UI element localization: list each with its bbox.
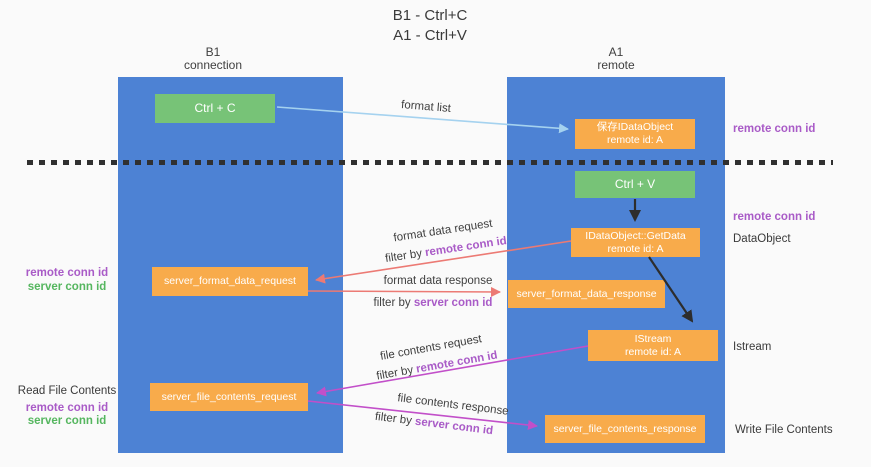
istream-remote-id: remote id: A (624, 345, 682, 358)
idataobject-getdata-box: IDataObject::GetData remote id: A (571, 228, 700, 257)
save-idataobject-remote-id: remote id: A (606, 134, 664, 146)
format-data-response-label: format data response (383, 275, 493, 287)
server-file-contents-response-box: server_file_contents_response (545, 415, 705, 443)
left-remote-conn-id-top: remote conn id (25, 267, 109, 279)
getdata-label: IDataObject::GetData (585, 229, 686, 242)
dataobject-label: DataObject (733, 233, 791, 245)
ctrl-c-label: Ctrl + C (194, 101, 236, 115)
server-conn-id-text: server conn id (413, 297, 493, 309)
server-format-data-request-box: server_format_data_request (152, 267, 308, 296)
server-format-data-response-box: server_format_data_response (508, 280, 665, 308)
title-line-1: B1 - Ctrl+C (392, 7, 468, 24)
server-file-contents-request-label: server_file_contents_request (161, 390, 297, 403)
left-server-conn-id-bottom: server conn id (27, 415, 107, 427)
format-data-response-filter-label: filter by server conn id (374, 297, 493, 309)
right-remote-conn-id-mid: remote conn id (733, 211, 816, 223)
server-format-data-request-label: server_format_data_request (164, 275, 296, 287)
save-idataobject-box: 保存IDataObject remote id: A (575, 119, 695, 149)
read-file-contents-label: Read File Contents (17, 385, 117, 397)
left-conn-id-group-top: remote conn id server conn id (16, 267, 118, 294)
lane-b1-name: B1 (205, 45, 221, 59)
filter-by-text: filter by (373, 297, 414, 309)
filter-by-text: filter by (375, 363, 418, 383)
server-file-contents-request-box: server_file_contents_request (150, 383, 308, 411)
ctrl-v-label: Ctrl + V (614, 177, 656, 191)
left-conn-id-group-bottom: Read File Contents remote conn id server… (16, 385, 118, 429)
lane-header-a1: A1 remote (597, 46, 634, 72)
title-line-2: A1 - Ctrl+V (393, 27, 467, 44)
ctrl-v-box: Ctrl + V (575, 171, 695, 198)
server-conn-id-text: server conn id (414, 415, 494, 438)
lane-b1-subtitle: connection (183, 58, 243, 72)
server-file-contents-response-label: server_file_contents_response (553, 422, 697, 435)
filter-by-text: filter by (384, 247, 427, 266)
getdata-remote-id: remote id: A (607, 242, 664, 255)
server-format-data-response-label: server_format_data_response (516, 287, 657, 300)
save-idataobject-label: 保存IDataObject (596, 121, 674, 133)
left-remote-conn-id-bottom: remote conn id (25, 401, 109, 414)
file-contents-response-filter-label: filter by server conn id (374, 411, 493, 437)
istream-label: IStream (634, 332, 672, 345)
dashed-divider (27, 160, 833, 165)
right-remote-conn-id-top: remote conn id (733, 123, 816, 135)
format-list-label: format list (400, 99, 452, 115)
remote-conn-id-text: remote conn id (424, 234, 508, 260)
diagram-title: B1 - Ctrl+C A1 - Ctrl+V (393, 6, 468, 46)
istream-side-label: Istream (733, 341, 772, 353)
istream-box: IStream remote id: A (588, 330, 718, 361)
lane-a1-subtitle: remote (597, 58, 635, 72)
lane-header-b1: B1 connection (184, 46, 242, 72)
left-server-conn-id-top: server conn id (27, 280, 107, 293)
file-contents-response-label: file contents response (396, 392, 510, 418)
filter-by-text: filter by (374, 410, 416, 428)
ctrl-c-box: Ctrl + C (155, 94, 275, 123)
write-file-contents-label: Write File Contents (735, 424, 833, 436)
lane-a1-name: A1 (608, 45, 624, 59)
